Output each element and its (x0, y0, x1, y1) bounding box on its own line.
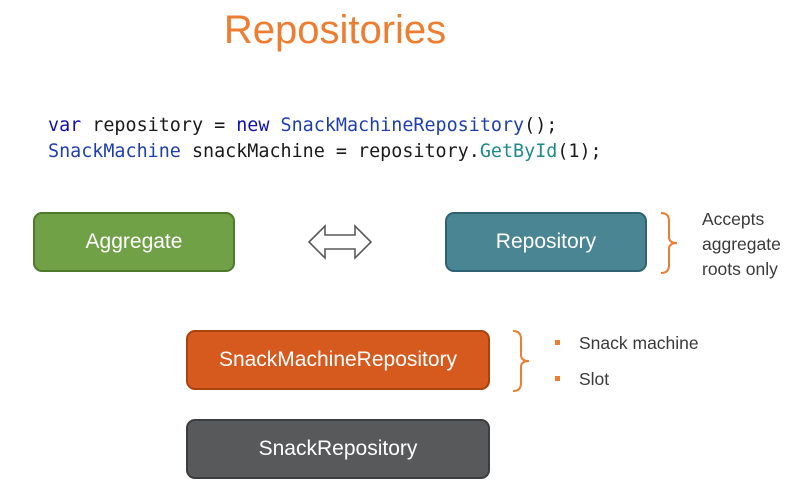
list-item-label: Slot (579, 369, 610, 389)
double-arrow-icon (307, 224, 373, 260)
snack-machine-repository-box: SnackMachineRepository (186, 330, 490, 390)
note-line: roots only (702, 259, 778, 279)
snack-repository-label: SnackRepository (258, 437, 418, 460)
repository-box: Repository (445, 212, 647, 272)
snack-machine-repository-label: SnackMachineRepository (218, 348, 458, 371)
list-item: Snack machine (555, 331, 699, 367)
code-token: SnackMachineRepository (280, 115, 525, 136)
code-token: var (48, 115, 82, 136)
code-line-2: SnackMachine snackMachine = repository.G… (48, 139, 602, 165)
page-title: Repositories (223, 8, 447, 52)
repository-label: Repository (495, 230, 597, 253)
note-line: aggregate (702, 234, 781, 254)
aggregate-list: Snack machine Slot (555, 331, 699, 403)
code-token: (); (524, 115, 558, 136)
repository-note: Accepts aggregate roots only (702, 207, 781, 282)
code-token: snackMachine = repository. (180, 141, 480, 162)
list-item: Slot (555, 367, 699, 403)
code-line-1: var repository = new SnackMachineReposit… (48, 113, 602, 139)
note-line: Accepts (702, 209, 765, 229)
bullet-icon (555, 376, 560, 381)
bullet-icon (555, 340, 560, 345)
code-token: new (236, 115, 270, 136)
aggregate-box: Aggregate (33, 212, 235, 272)
code-token: GetById (479, 141, 558, 162)
aggregate-label: Aggregate (85, 230, 183, 253)
code-token: (1); (557, 141, 602, 162)
code-token (269, 115, 280, 136)
right-brace-icon (660, 212, 678, 274)
code-token: SnackMachine (48, 141, 181, 162)
code-snippet: var repository = new SnackMachineReposit… (48, 113, 602, 165)
list-item-label: Snack machine (579, 333, 699, 353)
code-token: repository = (81, 115, 237, 136)
snack-repository-box: SnackRepository (186, 419, 490, 479)
right-brace-icon (512, 330, 530, 392)
